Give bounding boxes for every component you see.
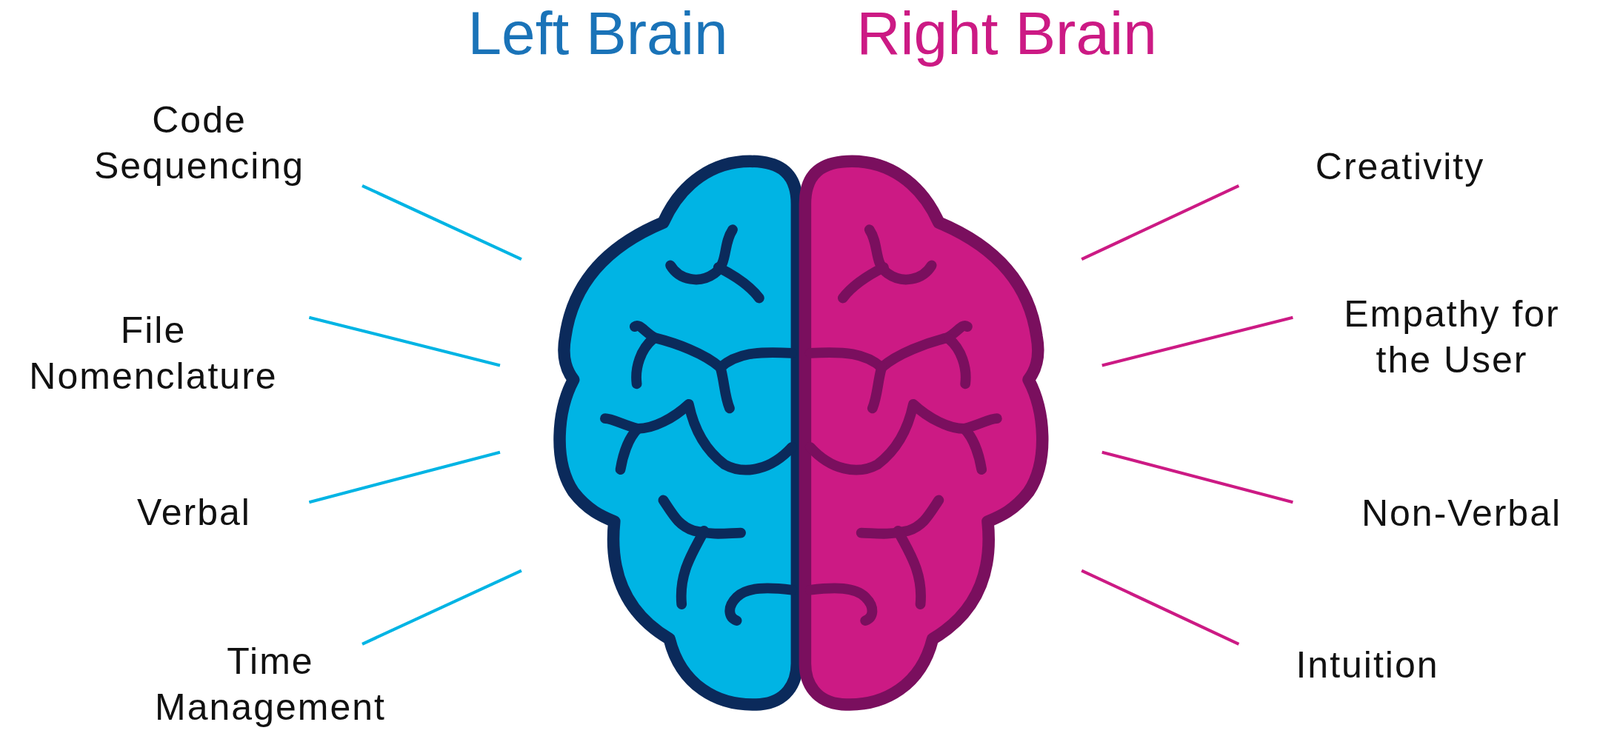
function-label: Intuition xyxy=(1245,642,1490,689)
sulcus xyxy=(636,339,654,385)
sulci xyxy=(605,229,792,621)
leader-lines-left xyxy=(308,185,522,645)
leader-line xyxy=(1102,317,1294,366)
function-label: Non-Verbal xyxy=(1339,490,1584,537)
leader-line xyxy=(362,571,522,645)
leader-lines-right xyxy=(1081,185,1293,645)
function-label: Code Sequencing xyxy=(77,97,322,189)
sulci xyxy=(810,229,998,621)
function-label: Time Management xyxy=(140,638,400,731)
sulcus xyxy=(720,367,730,409)
sulcus xyxy=(872,367,882,409)
sulcus xyxy=(718,267,760,298)
sulcus xyxy=(964,428,982,470)
left-hemisphere xyxy=(560,161,798,706)
sulcus xyxy=(810,325,968,368)
leader-line xyxy=(308,317,500,366)
sulcus xyxy=(810,588,873,621)
function-label: Verbal xyxy=(71,489,317,536)
sulcus xyxy=(948,339,966,385)
hemisphere-heading: Left Brain xyxy=(468,2,729,64)
function-label: Empathy for the User xyxy=(1325,291,1578,383)
function-label: File Nomenclature xyxy=(12,307,295,400)
sulcus xyxy=(620,428,638,470)
sulcus xyxy=(681,531,705,605)
leader-line xyxy=(1081,571,1239,645)
leader-line xyxy=(1102,452,1294,503)
right-hemisphere xyxy=(805,161,1043,706)
sulcus xyxy=(842,267,884,298)
sulcus xyxy=(810,404,998,471)
sulcus xyxy=(897,531,921,605)
leader-line xyxy=(362,185,522,260)
function-label: Creativity xyxy=(1277,143,1523,190)
hemisphere-outline xyxy=(805,161,1043,706)
hemisphere-outline xyxy=(560,161,798,706)
sulcus xyxy=(634,325,792,368)
hemisphere-heading: Right Brain xyxy=(856,2,1158,64)
leader-line xyxy=(1081,185,1239,260)
sulcus xyxy=(605,404,792,471)
leader-line xyxy=(308,452,500,503)
sulcus xyxy=(729,588,792,621)
